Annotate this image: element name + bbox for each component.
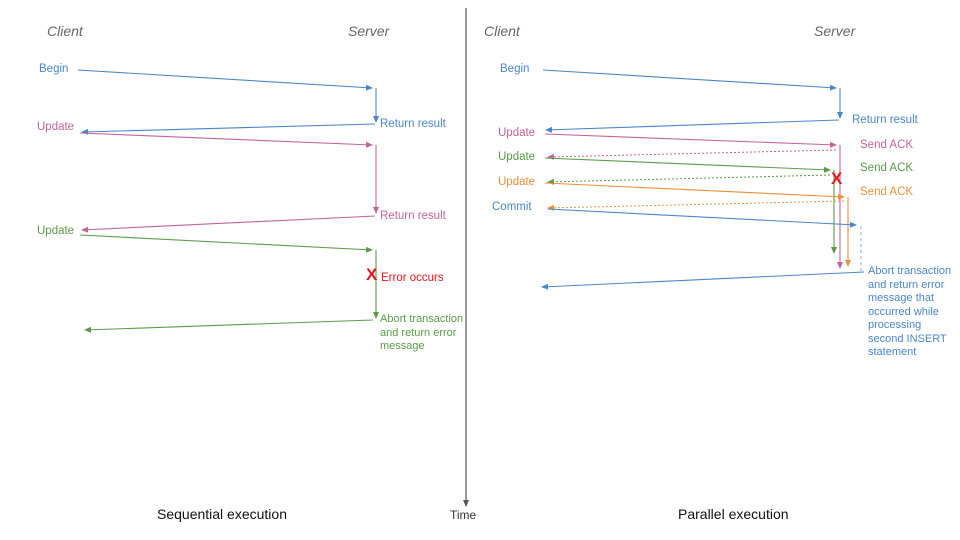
arrow-update-p3 — [544, 182, 845, 200]
right-msg-update-3: Update — [498, 176, 536, 188]
right-actor-server: Server — [814, 23, 856, 39]
arrow-commit — [547, 208, 857, 228]
left-actor-server: Server — [348, 23, 390, 39]
left-panel-caption: Sequential execution — [157, 506, 287, 522]
arrow-abort — [84, 319, 374, 333]
arrow-update-2 — [79, 234, 373, 253]
arrow-ack-p3 — [547, 200, 845, 211]
arrow-return-1 — [81, 123, 376, 135]
arrow-ack-p2 — [547, 174, 831, 185]
right-msg-ack-3: Send ACK — [860, 186, 914, 198]
right-msg-update-1: Update — [498, 127, 536, 139]
right-actor-client: Client — [484, 23, 520, 39]
right-msg-return-result: Return result — [852, 114, 918, 126]
right-msg-begin: Begin — [500, 63, 530, 75]
arrow-return-2 — [81, 215, 376, 233]
right-msg-update-2: Update — [498, 151, 536, 163]
right-panel-caption: Parallel execution — [678, 506, 789, 522]
left-panel-flows — [77, 69, 379, 333]
arrow-ack-p1 — [547, 149, 837, 160]
error-x-icon: X — [366, 265, 378, 284]
left-msg-update-1: Update — [37, 121, 75, 133]
right-abort-note: Abort transaction and return error messa… — [868, 265, 952, 358]
right-msg-ack-1: Send ACK — [860, 139, 914, 151]
left-msg-return-result-1: Return result — [380, 118, 446, 130]
arrow-begin — [77, 69, 373, 91]
right-msg-ack-2: Send ACK — [860, 162, 914, 174]
left-error-label: Error occurs — [381, 272, 444, 284]
left-msg-begin: Begin — [39, 63, 69, 75]
arrow-return-p — [545, 119, 840, 133]
right-error-x-icon: X — [831, 169, 843, 188]
left-msg-return-result-2: Return result — [380, 210, 446, 222]
right-panel-flows — [541, 69, 865, 290]
arrow-update-1 — [79, 132, 373, 148]
arrow-update-p1 — [544, 133, 837, 148]
time-axis-label: Time — [450, 508, 477, 522]
left-actor-client: Client — [47, 23, 83, 39]
left-msg-update-2: Update — [37, 225, 75, 237]
right-msg-commit: Commit — [492, 201, 532, 213]
arrow-begin-p — [542, 69, 837, 91]
left-abort-note: Abort transaction and return error messa… — [380, 313, 464, 352]
arrow-abort-p — [541, 271, 865, 290]
arrow-update-p2 — [544, 157, 831, 173]
